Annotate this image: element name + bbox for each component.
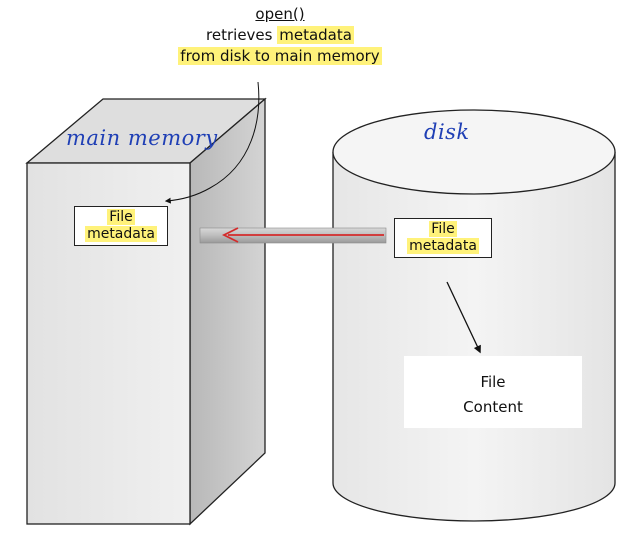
memory-file-metadata: File metadata <box>74 206 168 246</box>
metadata-to-content-arrow <box>446 281 481 354</box>
open-function-label: open() <box>255 5 305 23</box>
memory-metadata-line2: metadata <box>85 226 157 242</box>
file-content-line1: File <box>480 373 506 391</box>
disk-metadata-line2: metadata <box>407 238 479 254</box>
file-content-line2: Content <box>463 398 523 416</box>
disk-metadata-line1: File <box>429 221 457 237</box>
main-memory-handwritten-label: main memory <box>66 126 218 150</box>
memory-metadata-line1: File <box>107 209 135 225</box>
disk-handwritten-label: disk <box>424 120 470 144</box>
main-memory-box <box>25 97 267 526</box>
caption-pointer-arrow <box>164 81 260 204</box>
disk-file-metadata: File metadata <box>394 218 492 258</box>
transfer-arrow <box>199 227 387 244</box>
open-caption: open() retrieves metadata from disk to m… <box>150 4 410 67</box>
caption-retrieves: retrieves <box>206 26 278 44</box>
file-content-box: File Content <box>404 356 582 428</box>
caption-metadata-highlight: metadata <box>277 26 354 44</box>
caption-from-disk-highlight: from disk to main memory <box>178 47 382 65</box>
disk-cylinder <box>332 109 616 522</box>
